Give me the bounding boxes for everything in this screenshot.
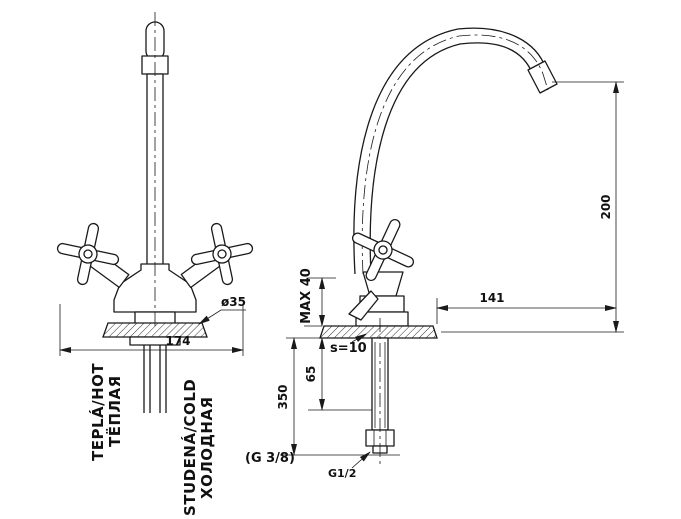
plate-thickness-label: s=10 (330, 341, 367, 356)
spout-outer-curve (353, 27, 547, 275)
dim-reach-label: 141 (479, 291, 504, 305)
aerator-tip (527, 60, 558, 94)
diameter-leader (198, 309, 246, 325)
hose-thread-label: (G 3/8) (245, 451, 295, 466)
handle-side-view (351, 218, 415, 282)
under-plate (129, 336, 181, 346)
front-view (56, 12, 254, 413)
shank-thread-label: G1/2 (328, 467, 356, 480)
spout-inner-curve (369, 42, 534, 275)
cold-handle (190, 222, 254, 286)
shank-length-label: 65 (304, 366, 318, 383)
front-view-dimensions: ø35 174 TEPLÁ/HOT ТЁПЛАЯ STUDENÁ/COLD ХО… (59, 295, 246, 516)
hot-handle (56, 222, 120, 286)
dim-height-label: 200 (599, 194, 613, 219)
spout-centerline (361, 34, 549, 275)
side-view (319, 27, 558, 468)
dim-diameter-label: ø35 (221, 295, 246, 309)
dim-width-label: 174 (165, 334, 190, 348)
max-thickness-label: MAX 40 (299, 268, 314, 324)
cold-label-cs-en: STUDENÁ/COLD (180, 379, 199, 516)
base-plate-side (319, 325, 438, 339)
plate-thickness-leader (351, 333, 367, 343)
supply-hoses (143, 345, 167, 413)
cold-label-ru: ХОЛОДНАЯ (198, 396, 216, 499)
hose-length-label: 350 (276, 384, 290, 409)
shank-thread-leader (351, 451, 371, 469)
hot-label-ru: ТЁПЛАЯ (105, 375, 124, 447)
handle-lever-profile (348, 290, 379, 321)
hot-label-cs-en: TEPLÁ/HOT (88, 363, 107, 461)
side-view-dimensions: 200 141 MAX 40 s=10 65 350 (G 3/8) G1/2 (245, 81, 624, 480)
